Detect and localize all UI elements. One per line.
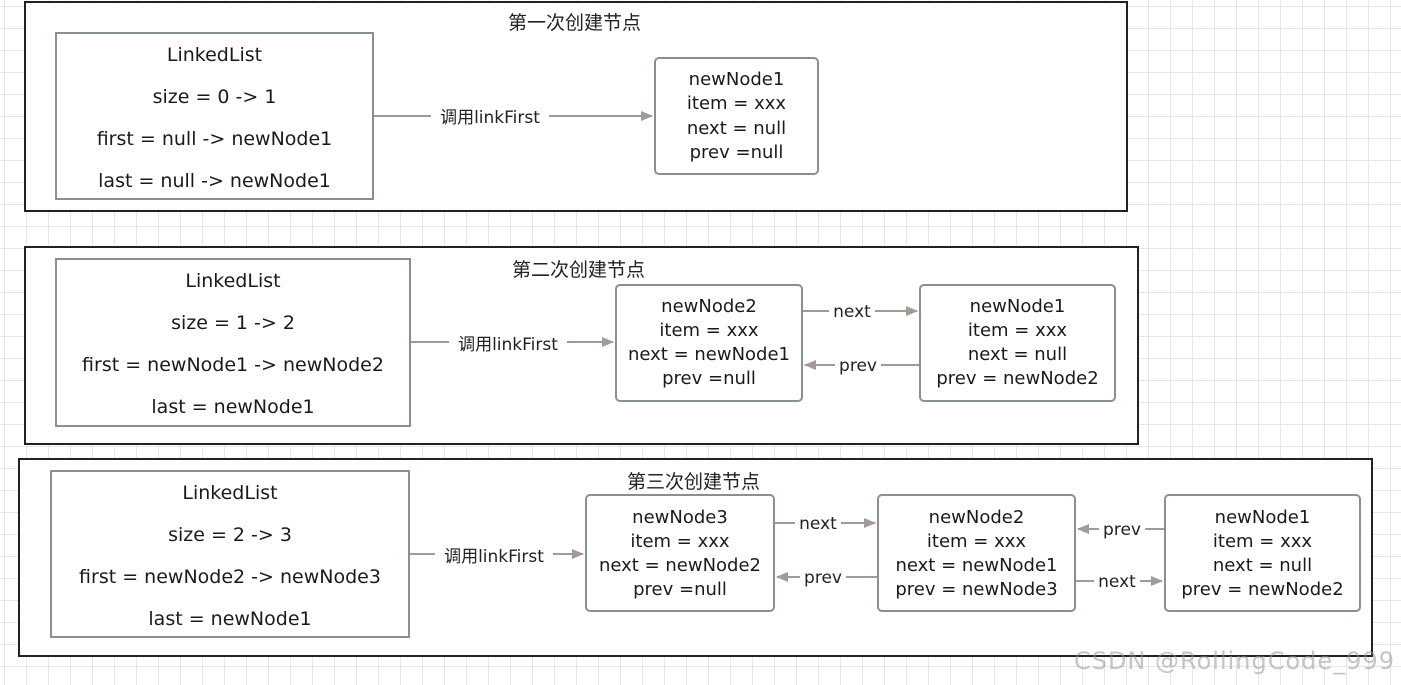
linkedlist-size: size = 1 -> 2 — [171, 312, 295, 334]
node-box: newNode2 item = xxx next = newNode1 prev… — [615, 284, 803, 402]
node-box: newNode2 item = xxx next = newNode1 prev… — [877, 494, 1076, 612]
linkedlist-first: first = newNode2 -> newNode3 — [79, 566, 381, 588]
node-item: item = xxx — [630, 531, 730, 552]
label-bg — [1099, 518, 1145, 540]
prev-arrow-label: prev — [1103, 520, 1141, 540]
linkedlist-first: first = newNode1 -> newNode2 — [82, 354, 384, 376]
node-name: newNode1 — [1214, 507, 1311, 528]
node-item: item = xxx — [967, 320, 1068, 341]
call-arrow-label: 调用linkFirst — [458, 335, 558, 355]
prev-arrow-label: prev — [804, 568, 842, 588]
node-item: item = xxx — [926, 531, 1027, 552]
node-prev: prev = newNode3 — [895, 579, 1058, 600]
linkedlist-box: LinkedList size = 1 -> 2 first = newNode… — [55, 258, 411, 427]
node-name: newNode2 — [928, 507, 1025, 528]
linkedlist-size: size = 0 -> 1 — [152, 86, 277, 108]
label-bg — [800, 566, 846, 588]
node-item: item = xxx — [686, 93, 787, 114]
linkedlist-last: last = newNode1 — [148, 608, 312, 630]
linkedlist-box: LinkedList size = 2 -> 3 first = newNode… — [50, 470, 410, 638]
call-arrow-label: 调用linkFirst — [440, 108, 540, 128]
node-next: next = null — [686, 118, 787, 139]
node-next: next = newNode1 — [627, 344, 791, 365]
next-arrow-label: next — [1098, 572, 1136, 592]
node-next: next = null — [967, 344, 1068, 365]
panel-title: 第一次创建节点 — [508, 12, 642, 34]
label-bg — [435, 543, 553, 567]
node-next: next = newNode1 — [895, 555, 1058, 576]
label-bg — [835, 354, 881, 376]
node-box: newNode3 item = xxx next = newNode2 prev… — [585, 494, 775, 612]
linkedlist-size: size = 2 -> 3 — [168, 524, 292, 546]
node-name: newNode1 — [688, 69, 785, 90]
node-name: newNode2 — [661, 296, 757, 317]
node-next: next = newNode2 — [598, 555, 762, 576]
node-box: newNode1 item = xxx next = null prev = n… — [919, 284, 1116, 402]
label-bg — [431, 104, 549, 128]
label-bg — [795, 512, 841, 534]
linkedlist-first: first = null -> newNode1 — [96, 128, 333, 150]
node-box: newNode1 item = xxx next = null prev = n… — [1164, 494, 1361, 612]
node-prev: prev = newNode2 — [936, 368, 1099, 389]
linkedlist-last: last = null -> newNode1 — [98, 170, 331, 192]
linkedlist-title: LinkedList — [185, 270, 281, 292]
node-prev: prev = newNode2 — [1181, 579, 1344, 600]
linkedlist-title: LinkedList — [182, 482, 278, 504]
label-bg — [449, 331, 567, 355]
label-bg — [1094, 570, 1140, 592]
next-arrow-label: next — [799, 514, 837, 534]
node-item: item = xxx — [1212, 531, 1313, 552]
label-bg — [829, 300, 875, 322]
linkedlist-last: last = newNode1 — [151, 396, 315, 418]
linkedlist-box: LinkedList size = 0 -> 1 first = null ->… — [55, 32, 374, 200]
node-name: newNode3 — [632, 507, 728, 528]
watermark: CSDN @RollingCode_999 — [1073, 647, 1395, 675]
node-prev: prev =null — [633, 579, 727, 600]
node-item: item = xxx — [659, 320, 759, 341]
panel-title: 第三次创建节点 — [627, 471, 761, 493]
next-arrow-label: next — [833, 302, 871, 322]
panel-title: 第二次创建节点 — [512, 259, 646, 281]
call-arrow-label: 调用linkFirst — [444, 547, 544, 567]
node-next: next = null — [1212, 555, 1313, 576]
linkedlist-title: LinkedList — [166, 44, 263, 66]
prev-arrow-label: prev — [839, 356, 877, 376]
node-prev: prev =null — [662, 368, 756, 389]
node-name: newNode1 — [969, 296, 1066, 317]
node-prev: prev =null — [689, 142, 784, 163]
node-box: newNode1 item = xxx next = null prev =nu… — [654, 57, 819, 175]
